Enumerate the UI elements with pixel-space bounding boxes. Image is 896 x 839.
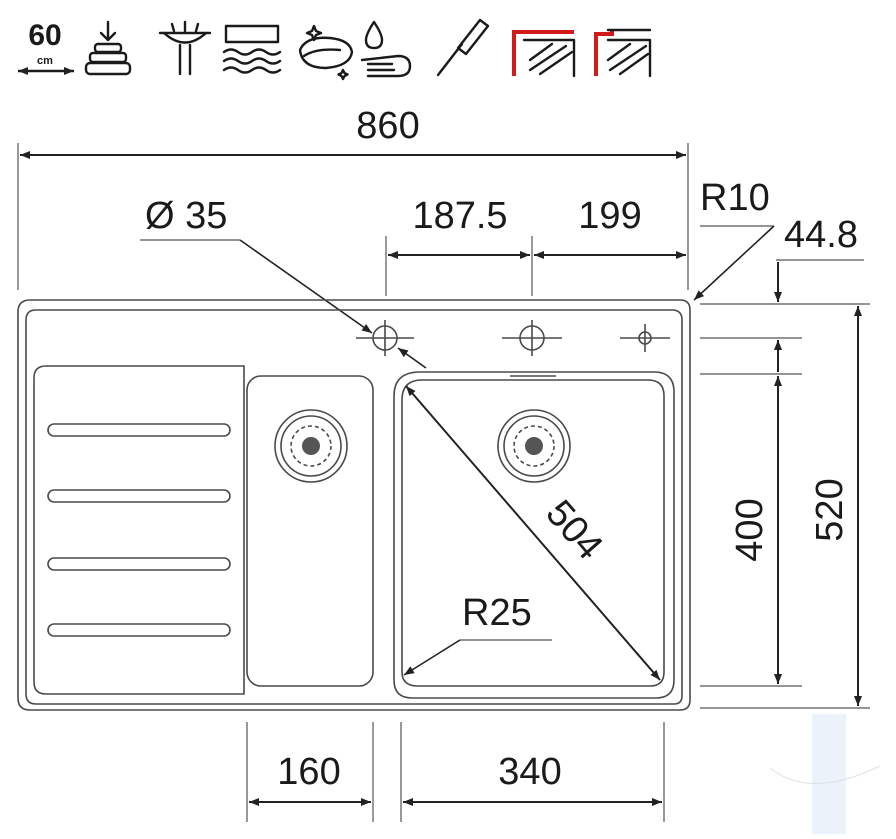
outer-radius-label: R10 xyxy=(700,177,770,219)
large-bowl-width-label: 340 xyxy=(498,751,561,793)
sink-depth-icon xyxy=(222,24,282,74)
overall-width-dimension: 860 xyxy=(17,105,689,290)
small-bowl xyxy=(246,375,374,687)
tap-spacing-1-label: 187.5 xyxy=(412,195,507,237)
bowl-radius-dimension: R25 xyxy=(403,592,552,676)
screwdriver-icon xyxy=(436,18,490,77)
bowl-height-label: 400 xyxy=(729,498,771,561)
cleaning-sponge-icon xyxy=(298,24,354,81)
bowl-radius-label: R25 xyxy=(462,592,532,634)
drop-in-install-icon xyxy=(84,20,132,76)
tap-spacing-dimensions: 187.5 199 xyxy=(385,195,686,296)
diagonal-label: 504 xyxy=(537,492,610,567)
small-bowl-drain xyxy=(274,409,348,483)
tap-hole-3 xyxy=(620,324,670,352)
tap-hole-2 xyxy=(502,320,562,356)
overall-width-label: 860 xyxy=(356,105,419,147)
tap-hole-diameter-label: Ø 35 xyxy=(145,195,227,237)
tap-spacing-2-label: 199 xyxy=(578,195,641,237)
sink-body xyxy=(17,299,691,711)
tap-hole-1 xyxy=(356,320,414,356)
vertical-dimensions: 400 520 xyxy=(700,303,870,709)
watermark xyxy=(769,714,881,834)
cabinet-width-unit: cm xyxy=(37,55,53,67)
top-offset-label: 44.8 xyxy=(784,214,858,256)
overall-depth-label: 520 xyxy=(809,478,851,541)
outer-radius-dimension: R10 xyxy=(693,177,775,301)
diagonal-dimension: 504 xyxy=(405,385,661,681)
top-offset-dimension: 44.8 xyxy=(700,214,864,372)
small-bowl-width-label: 160 xyxy=(277,751,340,793)
hand-wash-icon xyxy=(360,20,412,78)
tap-hole-dimension: Ø 35 xyxy=(140,195,427,369)
basket-strainer-icon xyxy=(158,20,212,76)
cabinet-width-icon: 60 cm xyxy=(18,19,74,75)
large-bowl-drain xyxy=(497,409,571,483)
drainer-board xyxy=(33,365,245,695)
inset-mount-icon xyxy=(594,28,652,78)
icon-row: 60 cm xyxy=(18,18,652,81)
flush-mount-icon xyxy=(512,30,576,78)
bottom-width-dimensions: 160 340 xyxy=(246,722,665,822)
cabinet-width-value: 60 xyxy=(28,19,61,52)
